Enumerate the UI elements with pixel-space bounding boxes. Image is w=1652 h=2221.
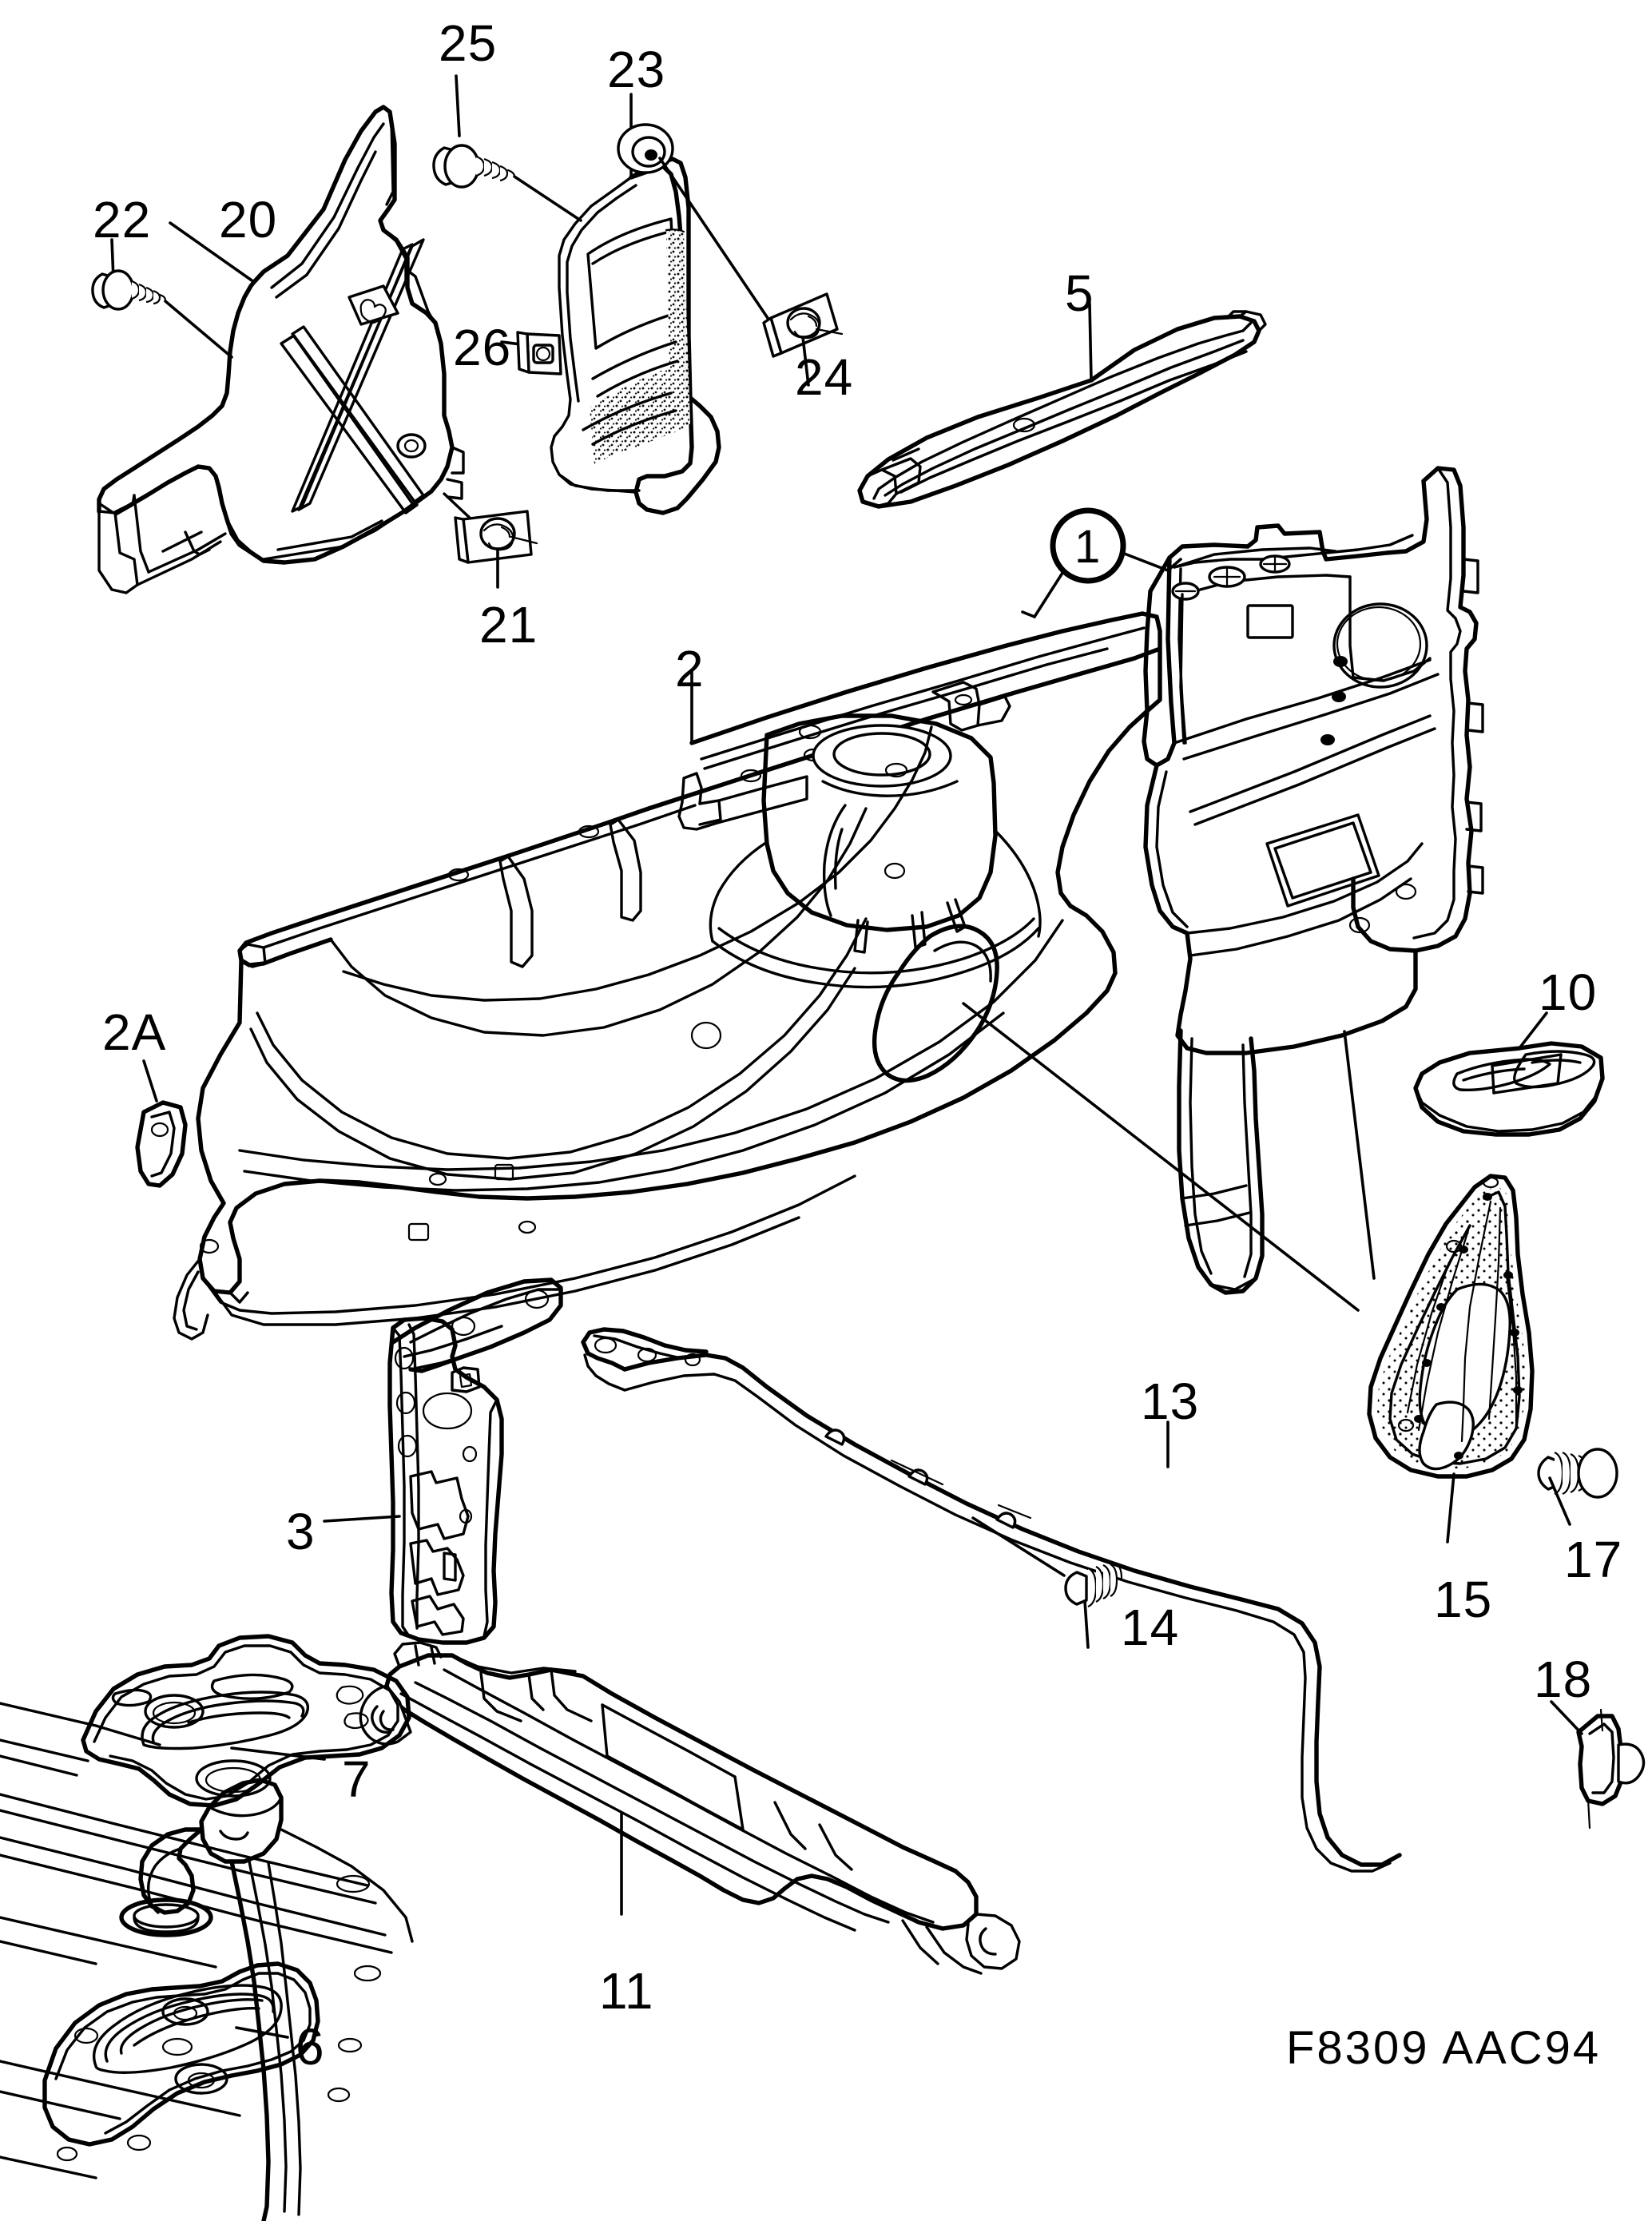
part-6-mount-plate [42,1778,414,2221]
callout-label-2: 2 [675,640,705,697]
part-14-screw [1064,1563,1123,1649]
part-21-spring-nut [443,492,538,589]
part-20-bracket [97,105,465,594]
callout-label-10: 10 [1539,963,1598,1021]
part-7-mount-plate [0,1634,411,2179]
callout-label-17: 15 [1434,1571,1493,1628]
callout-label-18: 17 [1564,1531,1623,1588]
part-17-splash-shield [962,1002,1535,1544]
part-23-trim-panel [550,93,772,515]
part-13-support-rod [581,1327,1402,1873]
part-26-spring-nut [500,331,562,375]
callout-label-5: 5 [1065,264,1094,322]
callout-label-3: 3 [286,1503,316,1560]
part-11-cross-member [359,1641,1021,1975]
callout-label-23: 23 [607,41,666,98]
callout-label-14: 14 [1121,1599,1180,1656]
part-3-bracket [323,1277,563,1645]
part-2-inner-wing-panel [135,611,1162,1341]
callout-label-2a: 2A [102,1003,167,1061]
callout-label-26: 26 [453,319,512,376]
callout-label-11: 11 [599,1962,654,2020]
callout-1-circle [1021,507,1182,619]
callout-label-13: 13 [1141,1373,1200,1430]
part-25-screw [432,74,582,222]
part-15-clip [1550,1700,1646,1830]
part-5-rail [857,302,1267,509]
callout-label-22: 22 [93,191,152,248]
callout-label-24: 24 [795,348,854,406]
callout-label-21: 21 [479,596,538,654]
callout-label-1: 1 [1074,521,1101,573]
callout-label-15: 18 [1534,1651,1593,1708]
part-1-bulkhead-panel [1142,466,1484,1295]
diagram-code: F8309 AAC94 [1286,2022,1602,2074]
part-22-screw [91,238,233,359]
callout-label-20: 20 [219,191,278,248]
part-10-cover-panel [1413,1011,1605,1137]
part-24-spring-nut [762,292,844,387]
part-18-rivet [1537,1448,1618,1526]
callout-label-25: 25 [439,14,498,72]
callout-label-6: 6 [296,2018,325,2076]
callout-label-7: 7 [342,1750,371,1808]
